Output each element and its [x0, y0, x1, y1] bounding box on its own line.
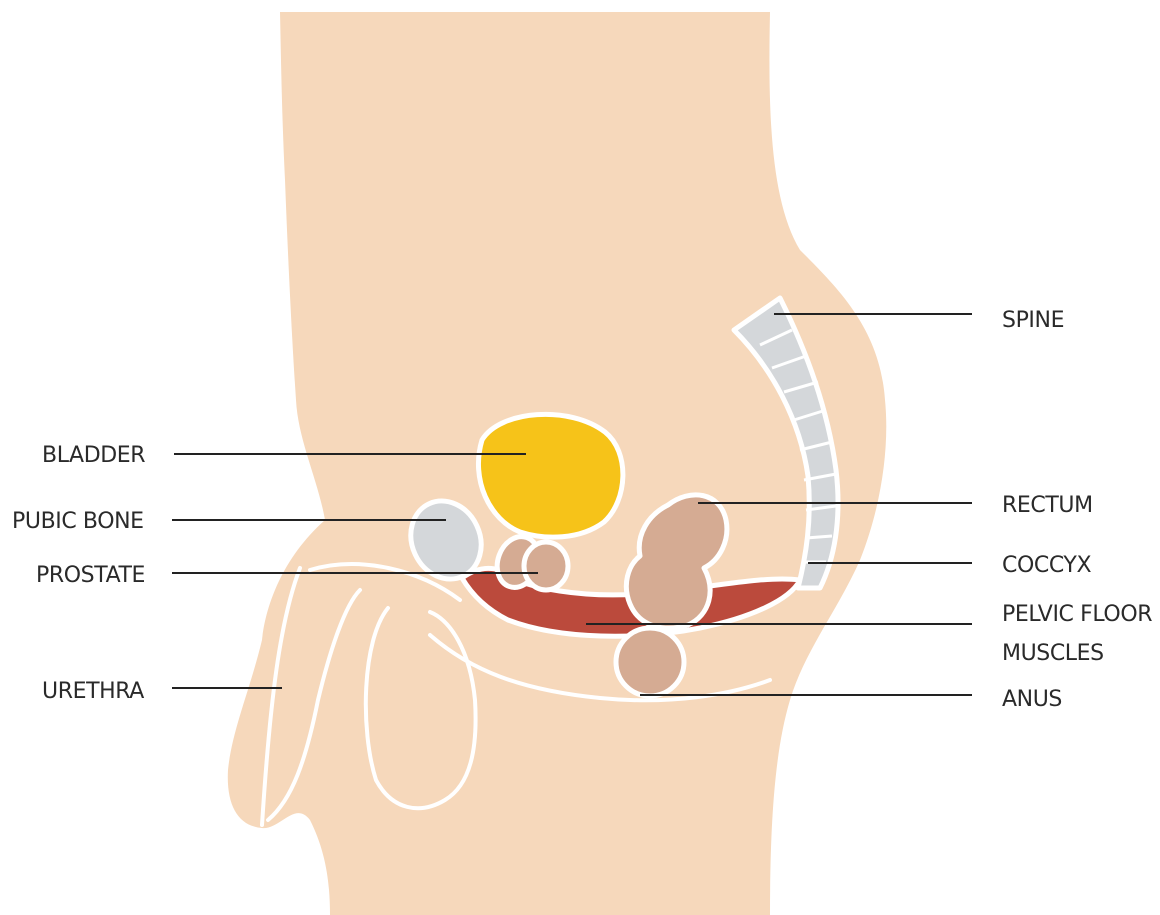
coccyx-label: COCCYX [1002, 553, 1091, 578]
spine-label: SPINE [1002, 308, 1064, 333]
anus-label: ANUS [1002, 687, 1062, 712]
prostate-right-lobe [524, 542, 568, 590]
urethra-label: URETHRA [42, 679, 144, 704]
pelvic-floor-label-line1: PELVIC FLOOR [1002, 602, 1152, 627]
anus [616, 628, 684, 696]
pubic-bone-label: PUBIC BONE [12, 509, 144, 534]
rectum-label: RECTUM [1002, 493, 1093, 518]
bladder [478, 414, 622, 537]
bladder-label: BLADDER [42, 443, 145, 468]
pelvic-floor-label-line2: MUSCLES [1002, 641, 1104, 666]
prostate-label: PROSTATE [36, 563, 145, 588]
